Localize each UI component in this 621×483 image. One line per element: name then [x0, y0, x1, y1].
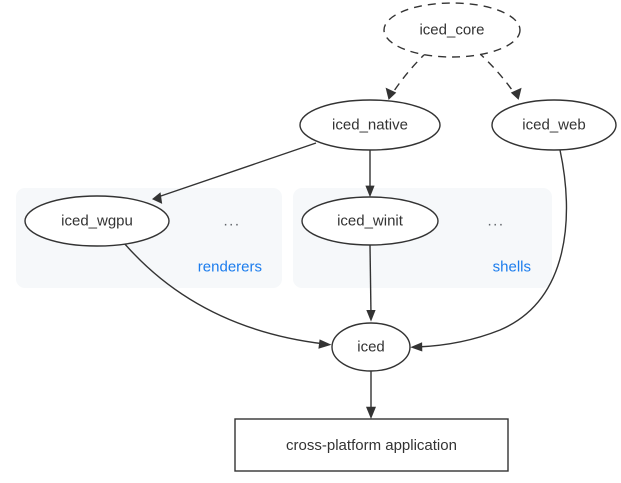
node-iced-web-label: iced_web: [522, 117, 585, 134]
node-iced-core-label: iced_core: [419, 22, 484, 39]
node-iced[interactable]: iced: [331, 322, 411, 372]
edge-native-to-wgpu-line: [154, 142, 317, 199]
edge-native-to-wgpu: [152, 142, 317, 204]
edge-winit-to-iced: [366, 244, 376, 322]
edge-core-to-native: [385, 51, 428, 100]
node-iced-ellipse[interactable]: [331, 322, 411, 372]
edge-native-to-winit: [365, 150, 375, 198]
cluster-renderers-ellipsis: ...: [223, 213, 240, 230]
edge-winit-to-iced-line: [369, 244, 372, 316]
node-cross-platform-application-label: cross-platform application: [286, 437, 457, 454]
node-iced-winit[interactable]: iced_winit: [301, 196, 439, 246]
edge-web-to-iced-line: [416, 149, 568, 348]
node-cross-platform-application[interactable]: cross-platform application: [234, 418, 509, 472]
edge-native-to-wgpu-arrowhead: [152, 192, 163, 204]
edge-iced-to-application: [366, 371, 376, 419]
node-iced-winit-label: iced_winit: [337, 213, 404, 230]
node-iced-wgpu[interactable]: iced_wgpu: [24, 195, 170, 247]
node-iced-wgpu-ellipse[interactable]: [24, 195, 170, 247]
edge-wgpu-to-iced-line: [123, 242, 326, 345]
edge-core-to-web: [477, 51, 522, 100]
edge-web-to-iced-arrowhead: [410, 342, 423, 352]
edge-wgpu-to-iced-arrowhead: [318, 339, 332, 349]
cluster-renderers-label: renderers: [198, 259, 262, 276]
node-cross-platform-application-rect[interactable]: [234, 418, 509, 472]
node-iced-web-ellipse[interactable]: [491, 99, 617, 151]
node-iced-winit-ellipse[interactable]: [301, 196, 439, 246]
edge-core-to-native-arrowhead: [385, 87, 397, 100]
cluster-shells-label: shells: [493, 259, 531, 276]
node-iced-core[interactable]: iced_core: [383, 2, 521, 58]
node-iced-native[interactable]: iced_native: [299, 99, 441, 151]
edge-winit-to-iced-arrowhead: [366, 310, 376, 322]
edge-core-to-web-line: [477, 51, 518, 98]
node-iced-core-ellipse[interactable]: [383, 2, 521, 58]
node-iced-wgpu-label: iced_wgpu: [61, 213, 133, 230]
node-iced-label: iced: [357, 339, 385, 356]
node-iced-native-ellipse[interactable]: [299, 99, 441, 151]
node-iced-native-label: iced_native: [332, 117, 408, 134]
cluster-shells-ellipsis: ...: [487, 213, 504, 230]
edge-wgpu-to-iced: [123, 242, 332, 349]
edge-native-to-winit-arrowhead: [365, 185, 375, 198]
node-iced-web[interactable]: iced_web: [491, 99, 617, 151]
edge-web-to-iced: [410, 149, 568, 352]
edge-iced-to-application-arrowhead: [366, 406, 376, 419]
edge-core-to-native-line: [389, 51, 428, 98]
edge-core-to-web-arrowhead: [510, 87, 522, 100]
